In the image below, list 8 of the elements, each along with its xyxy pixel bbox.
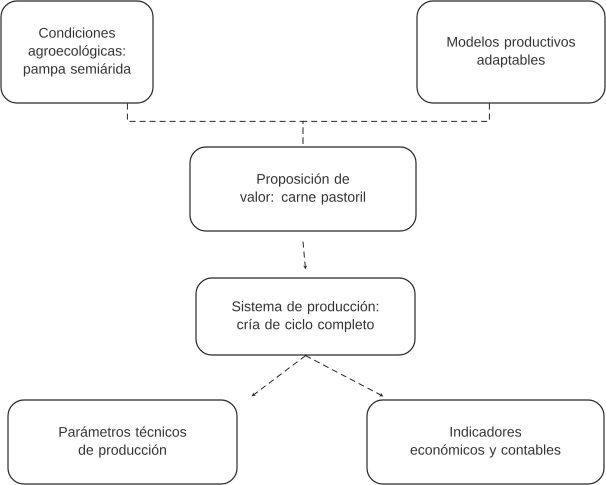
process-box: Indicadores económicos y contables bbox=[366, 399, 605, 485]
arrow bbox=[305, 355, 384, 396]
process-box: Modelos productivos adaptables bbox=[416, 0, 606, 104]
process-box: Proposición de valor: carne pastoril bbox=[189, 146, 417, 232]
process-box: Sistema de producción: cría de ciclo completo bbox=[195, 277, 416, 356]
arrow bbox=[252, 355, 306, 396]
process-box: Condiciones agroecológicas: pampa semiárida bbox=[0, 0, 154, 104]
process-box: Parámetros técnicos de producción bbox=[7, 399, 238, 485]
